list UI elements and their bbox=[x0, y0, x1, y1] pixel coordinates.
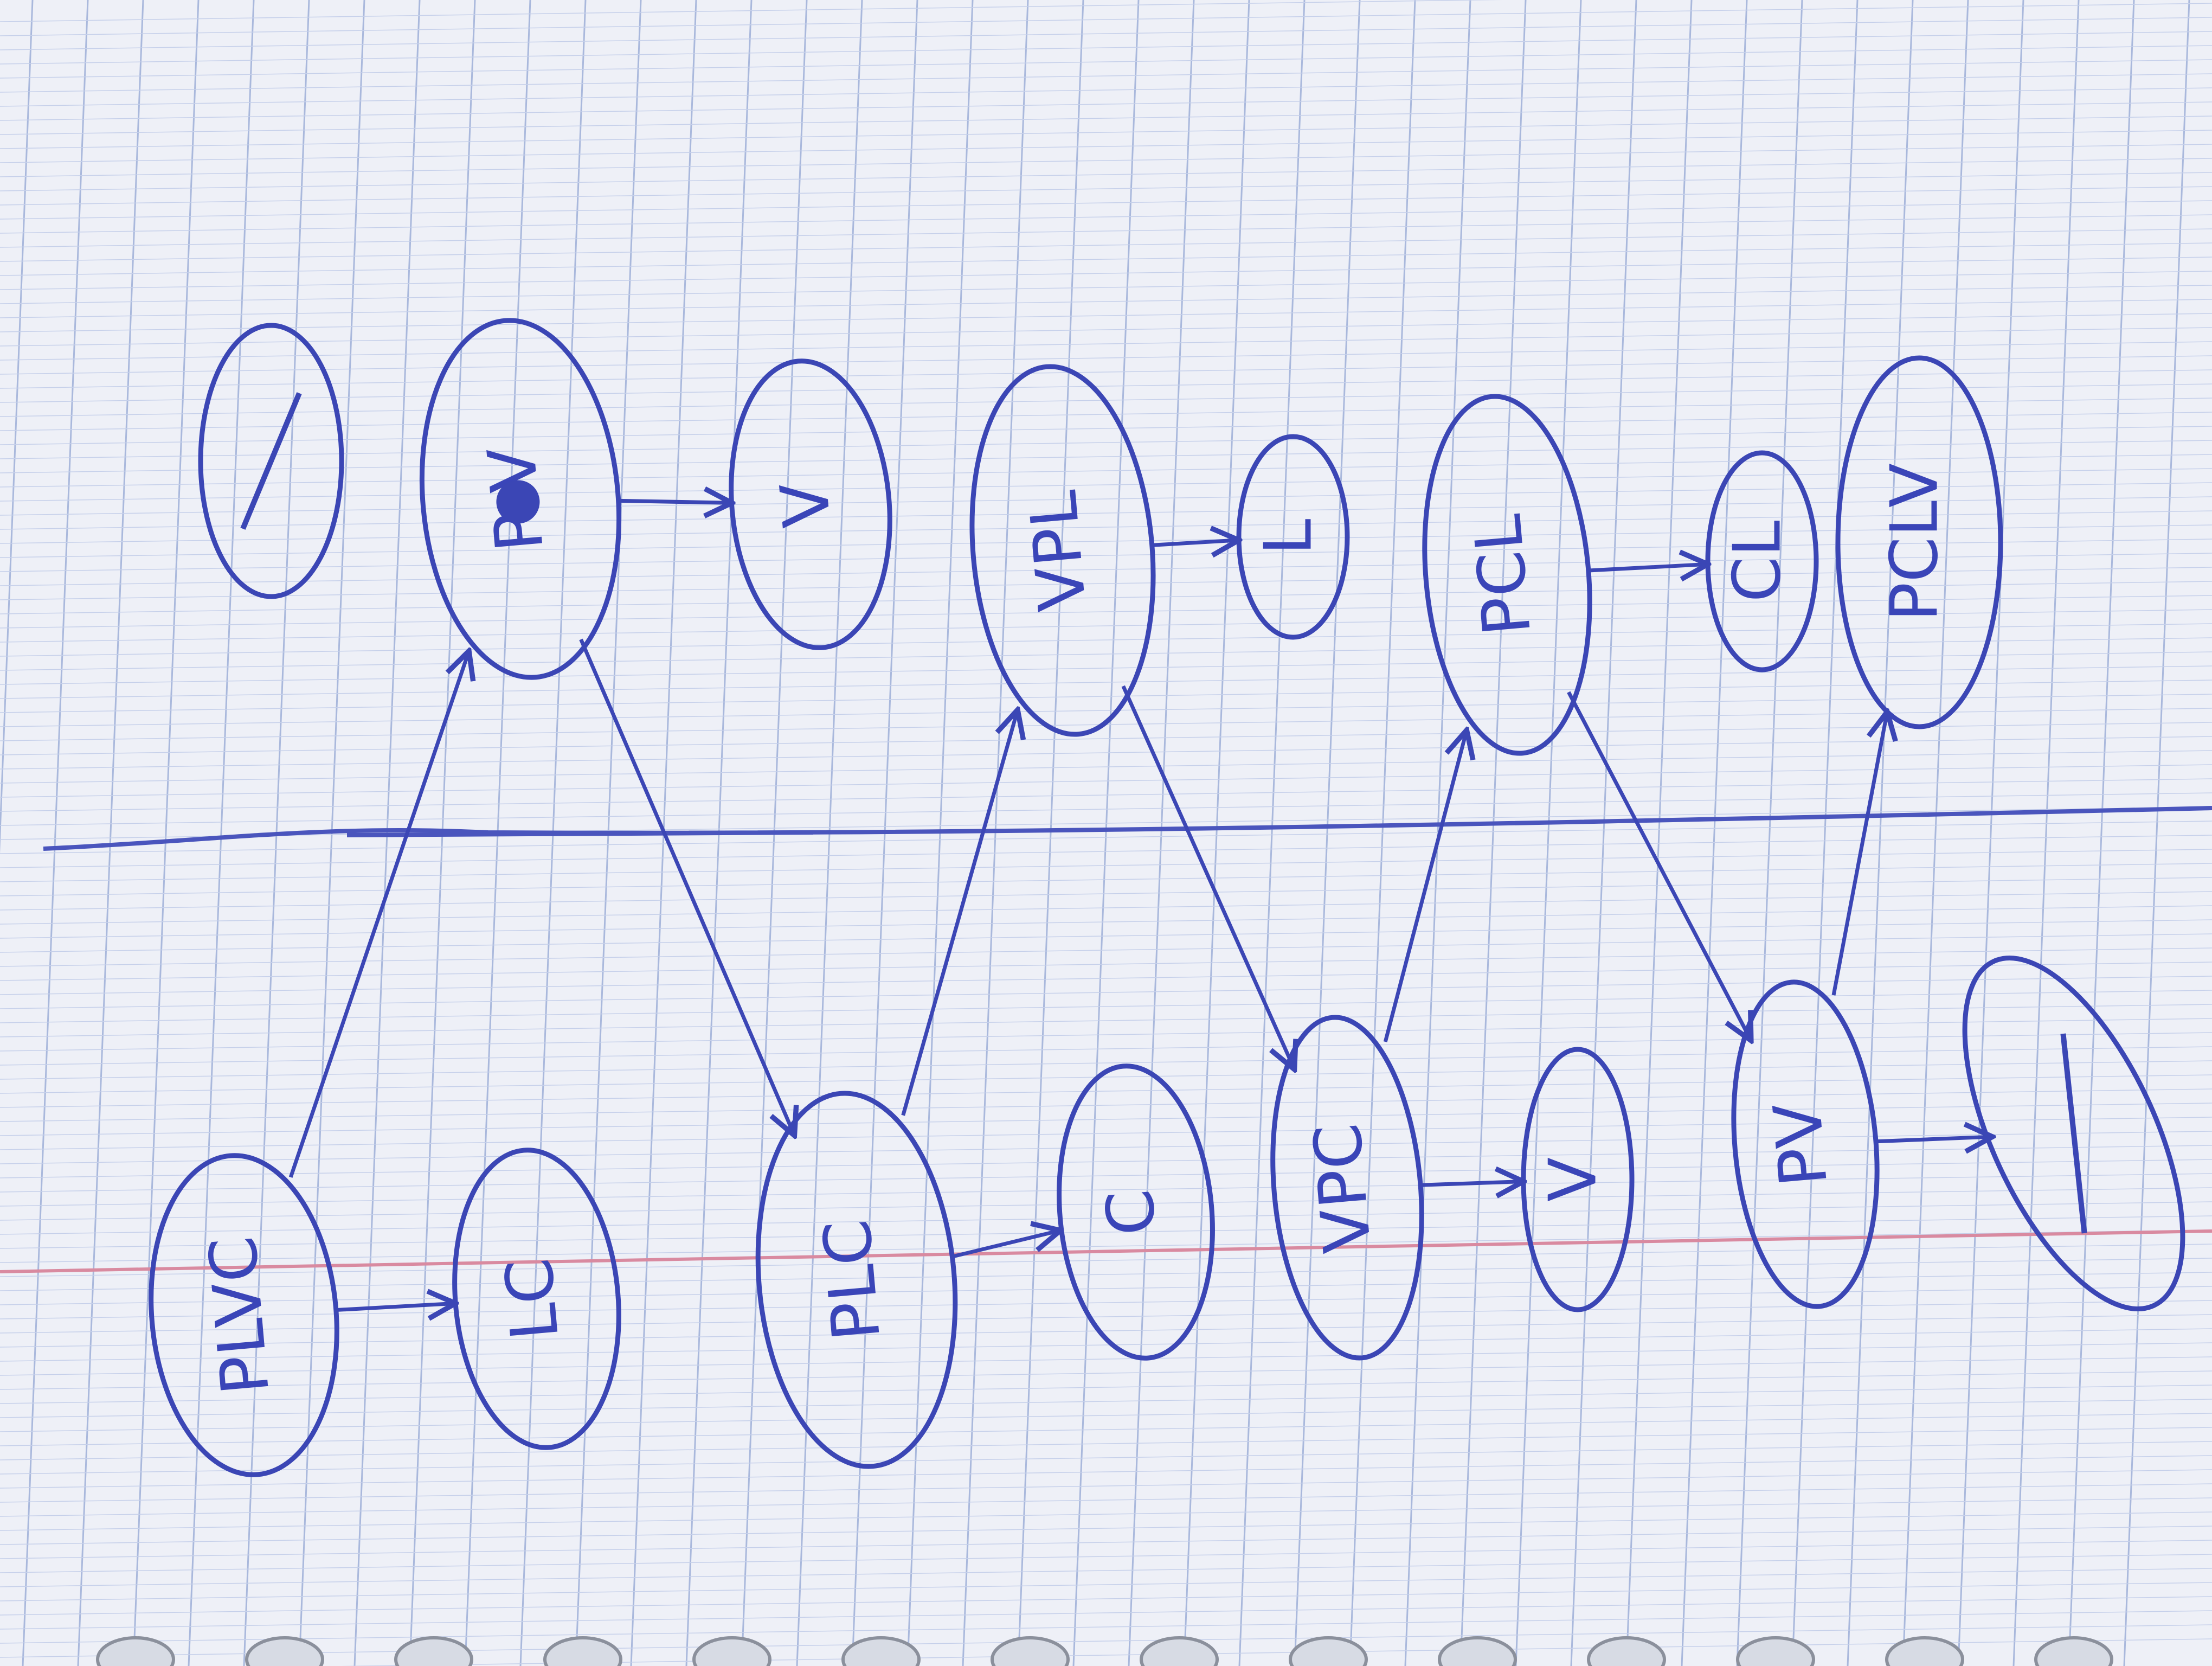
node-ellipse bbox=[755, 1091, 958, 1469]
edge-PLC-to-VPL bbox=[901, 710, 1018, 1116]
node-ellipse bbox=[1422, 394, 1592, 756]
node-label: PLC bbox=[809, 1217, 895, 1344]
node-label: V bbox=[1536, 1157, 1611, 1202]
node-label: VPC bbox=[1300, 1120, 1386, 1255]
node-C: C bbox=[1057, 1063, 1215, 1361]
spiral-ring bbox=[2034, 1636, 2113, 1666]
edge-VPL-to-VPC bbox=[1121, 685, 1295, 1069]
empty-set-slash bbox=[2060, 1033, 2087, 1234]
node-ellipse bbox=[1057, 1063, 1215, 1361]
edge-PoV-to-V-top bbox=[618, 501, 732, 503]
spiral-ring bbox=[841, 1636, 921, 1666]
node-PCL: PCL bbox=[1422, 394, 1592, 756]
node-PV: PV bbox=[1731, 979, 1880, 1309]
hand-divider-line-2 bbox=[346, 830, 814, 837]
edge-PV-to-empty-bottom bbox=[1875, 1137, 1992, 1142]
spiral-binding bbox=[96, 1636, 2113, 1666]
edge-PCL-to-PV bbox=[1567, 691, 1751, 1040]
edge-VPL-to-L-top bbox=[1152, 540, 1239, 545]
spiral-ring bbox=[991, 1636, 1070, 1666]
node-L-top: L bbox=[1236, 434, 1350, 640]
node-V-bottom: V bbox=[1521, 1047, 1635, 1312]
spiral-ring bbox=[245, 1636, 324, 1666]
node-PLVC: PLVC bbox=[149, 1153, 339, 1477]
node-ellipse bbox=[1835, 355, 2003, 729]
node-ellipse bbox=[198, 323, 344, 599]
hand-divider-line bbox=[43, 806, 2212, 851]
node-label: PLVC bbox=[195, 1233, 284, 1398]
node-V-top: V bbox=[729, 358, 892, 650]
spiral-ring bbox=[394, 1636, 473, 1666]
node-PoV: P V bbox=[419, 318, 622, 680]
node-empty-bottom bbox=[1962, 956, 2185, 1311]
node-ellipse bbox=[1705, 450, 1819, 672]
node-ellipse bbox=[419, 318, 622, 680]
node-label: CL bbox=[1720, 521, 1796, 603]
scribble-mark bbox=[496, 480, 540, 524]
node-VPC: VPC bbox=[1270, 1015, 1424, 1361]
empty-set-slash bbox=[240, 392, 302, 530]
edge-PoV-to-PLC bbox=[579, 638, 795, 1136]
node-ellipse bbox=[1521, 1047, 1635, 1312]
spiral-ring bbox=[96, 1636, 175, 1666]
node-ellipse bbox=[149, 1153, 339, 1477]
node-LC: LC bbox=[452, 1148, 621, 1450]
edge-VPC-to-V-bottom bbox=[1420, 1182, 1523, 1186]
node-label: VPL bbox=[1015, 488, 1101, 614]
edge-PV-to-PCLV bbox=[1831, 712, 1887, 996]
edge-PLVC-to-PoV bbox=[288, 651, 469, 1178]
spiral-ring bbox=[1140, 1636, 1219, 1666]
spiral-ring bbox=[1587, 1636, 1666, 1666]
node-VPL: VPL bbox=[969, 364, 1156, 737]
margin-line bbox=[0, 1229, 2212, 1273]
node-label: PCLV bbox=[1877, 463, 1953, 621]
node-label: LC bbox=[491, 1255, 574, 1343]
nodes-layer: P V V VPL L PCL CL PCLV PLVC LC PLC C VPC V PV bbox=[149, 318, 2185, 1477]
node-label: C bbox=[1092, 1187, 1171, 1239]
node-empty-top bbox=[198, 323, 344, 599]
node-label: PCL bbox=[1460, 511, 1546, 638]
spiral-ring bbox=[1438, 1636, 1517, 1666]
node-ellipse bbox=[729, 358, 892, 650]
spiral-ring bbox=[1736, 1636, 1815, 1666]
node-label: PV bbox=[1760, 1100, 1842, 1190]
spiral-ring bbox=[543, 1636, 622, 1666]
edge-PCL-to-CL bbox=[1588, 564, 1708, 571]
edge-VPC-to-PCL bbox=[1383, 730, 1467, 1042]
node-label: L bbox=[1251, 518, 1327, 555]
node-PLC: PLC bbox=[755, 1091, 958, 1469]
edge-PLVC-to-LC bbox=[336, 1303, 455, 1310]
edges-layer bbox=[288, 501, 1992, 1310]
node-ellipse bbox=[969, 364, 1156, 737]
node-PCLV: PCLV bbox=[1835, 355, 2003, 729]
node-ellipse bbox=[452, 1148, 621, 1450]
node-label: V bbox=[767, 479, 846, 530]
spiral-ring bbox=[1289, 1636, 1368, 1666]
node-ellipse bbox=[1270, 1015, 1424, 1361]
node-CL: CL bbox=[1705, 450, 1819, 672]
spiral-ring bbox=[1885, 1636, 1964, 1666]
node-ellipse bbox=[1236, 434, 1350, 640]
node-ellipse bbox=[1962, 956, 2185, 1311]
edge-PLC-to-C bbox=[953, 1231, 1061, 1259]
node-ellipse bbox=[1731, 979, 1880, 1309]
spiral-ring bbox=[692, 1636, 771, 1666]
